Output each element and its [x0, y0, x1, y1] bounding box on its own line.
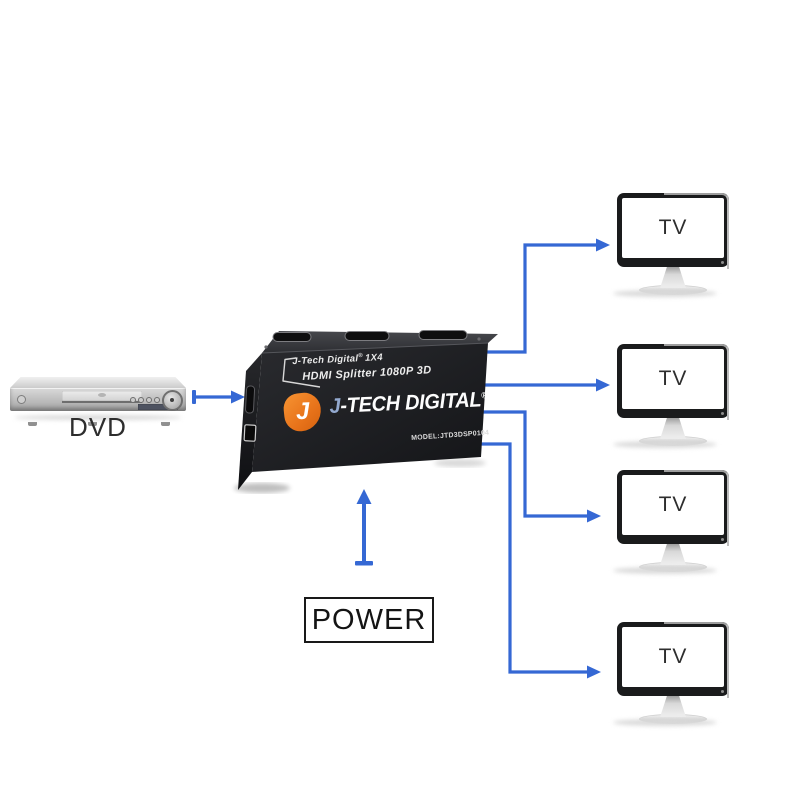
tv-monitor-1: TV — [613, 193, 729, 297]
tv-bezel: TV — [617, 470, 729, 546]
tv-power-led-icon — [721, 538, 724, 541]
dvd-button-icon — [130, 397, 136, 403]
dvd-display-panel — [138, 404, 178, 410]
dvd-button-icon — [138, 397, 144, 403]
arrowhead-right-icon — [587, 509, 601, 523]
tv-stand — [660, 267, 686, 288]
tv-stand — [660, 418, 686, 439]
arrow-splitter-to-tv2 — [482, 378, 610, 392]
label-bracket-icon — [282, 357, 321, 388]
splitter-front-face — [252, 343, 488, 472]
tv-screen: TV — [622, 627, 724, 687]
dvd-jog-dial-icon — [162, 390, 183, 411]
hdmi-splitter-body — [238, 330, 498, 490]
tv-shadow — [613, 719, 717, 726]
dvd-foot — [88, 422, 97, 426]
dvd-foot — [161, 422, 170, 426]
registered-mark: ® — [480, 390, 488, 401]
tv-stand — [660, 544, 686, 565]
arrow-splitter-to-tv3 — [480, 410, 601, 523]
tv-screen: TV — [622, 349, 724, 409]
arrowhead-right-icon — [587, 665, 601, 679]
dvd-front-panel — [10, 388, 186, 426]
screw-icon — [264, 345, 268, 349]
arrowhead-up-icon — [356, 489, 372, 504]
hdmi-output-port-icon — [344, 331, 390, 341]
tv-monitor-2: TV — [613, 344, 729, 448]
dvd-shadow — [14, 415, 182, 420]
arrow-splitter-to-tv1 — [484, 238, 610, 354]
arrow-splitter-to-tv4 — [478, 442, 601, 679]
tv-bezel: TV — [617, 344, 729, 420]
arrowhead-right-icon — [231, 390, 245, 404]
arrowhead-right-icon — [596, 238, 610, 252]
hdmi-output-port-icon — [418, 330, 468, 340]
tv-screen: TV — [622, 198, 724, 258]
dvd-foot — [28, 422, 37, 426]
splitter-shadow — [234, 459, 486, 493]
dvd-disc-tray — [62, 391, 142, 401]
tv-monitor-3: TV — [613, 470, 729, 574]
tv-monitor-4: TV — [613, 622, 729, 726]
dvd-top-face — [10, 377, 186, 388]
registered-mark: ® — [358, 352, 364, 360]
hdmi-output-port-icon — [272, 332, 312, 342]
power-port-icon — [243, 424, 257, 442]
tv-label: TV — [658, 367, 688, 390]
tv-power-led-icon — [721, 690, 724, 693]
tv-power-led-icon — [721, 261, 724, 264]
splitter-config-text: 1X4 — [364, 352, 384, 364]
tv-shadow — [613, 441, 717, 448]
tv-label: TV — [658, 216, 688, 239]
dvd-power-button-icon — [17, 395, 26, 404]
splitter-left-face — [238, 353, 262, 490]
power-label: POWER — [304, 597, 434, 643]
tv-label: TV — [658, 645, 688, 668]
hdmi-input-port-icon — [245, 385, 256, 414]
tv-power-led-icon — [721, 412, 724, 415]
arrow-dvd-to-splitter — [192, 390, 245, 404]
dvd-button-icon — [154, 397, 160, 403]
tv-bezel: TV — [617, 193, 729, 269]
tv-label: TV — [658, 493, 688, 516]
logo-letter: J — [295, 397, 310, 426]
tv-screen: TV — [622, 475, 724, 535]
logo-rest: -TECH DIGITAL — [339, 388, 482, 418]
dvd-label: DVD — [69, 412, 127, 442]
arrowhead-right-icon — [596, 378, 610, 392]
screw-icon — [477, 337, 481, 341]
tv-shadow — [613, 567, 717, 574]
dvd-button-icon — [146, 397, 152, 403]
tv-stand — [660, 696, 686, 717]
tv-bezel: TV — [617, 622, 729, 698]
arrow-power-to-splitter — [355, 489, 373, 566]
tv-shadow — [613, 290, 717, 297]
dvd-player — [10, 377, 186, 426]
dvd-tray-slot — [62, 401, 142, 403]
